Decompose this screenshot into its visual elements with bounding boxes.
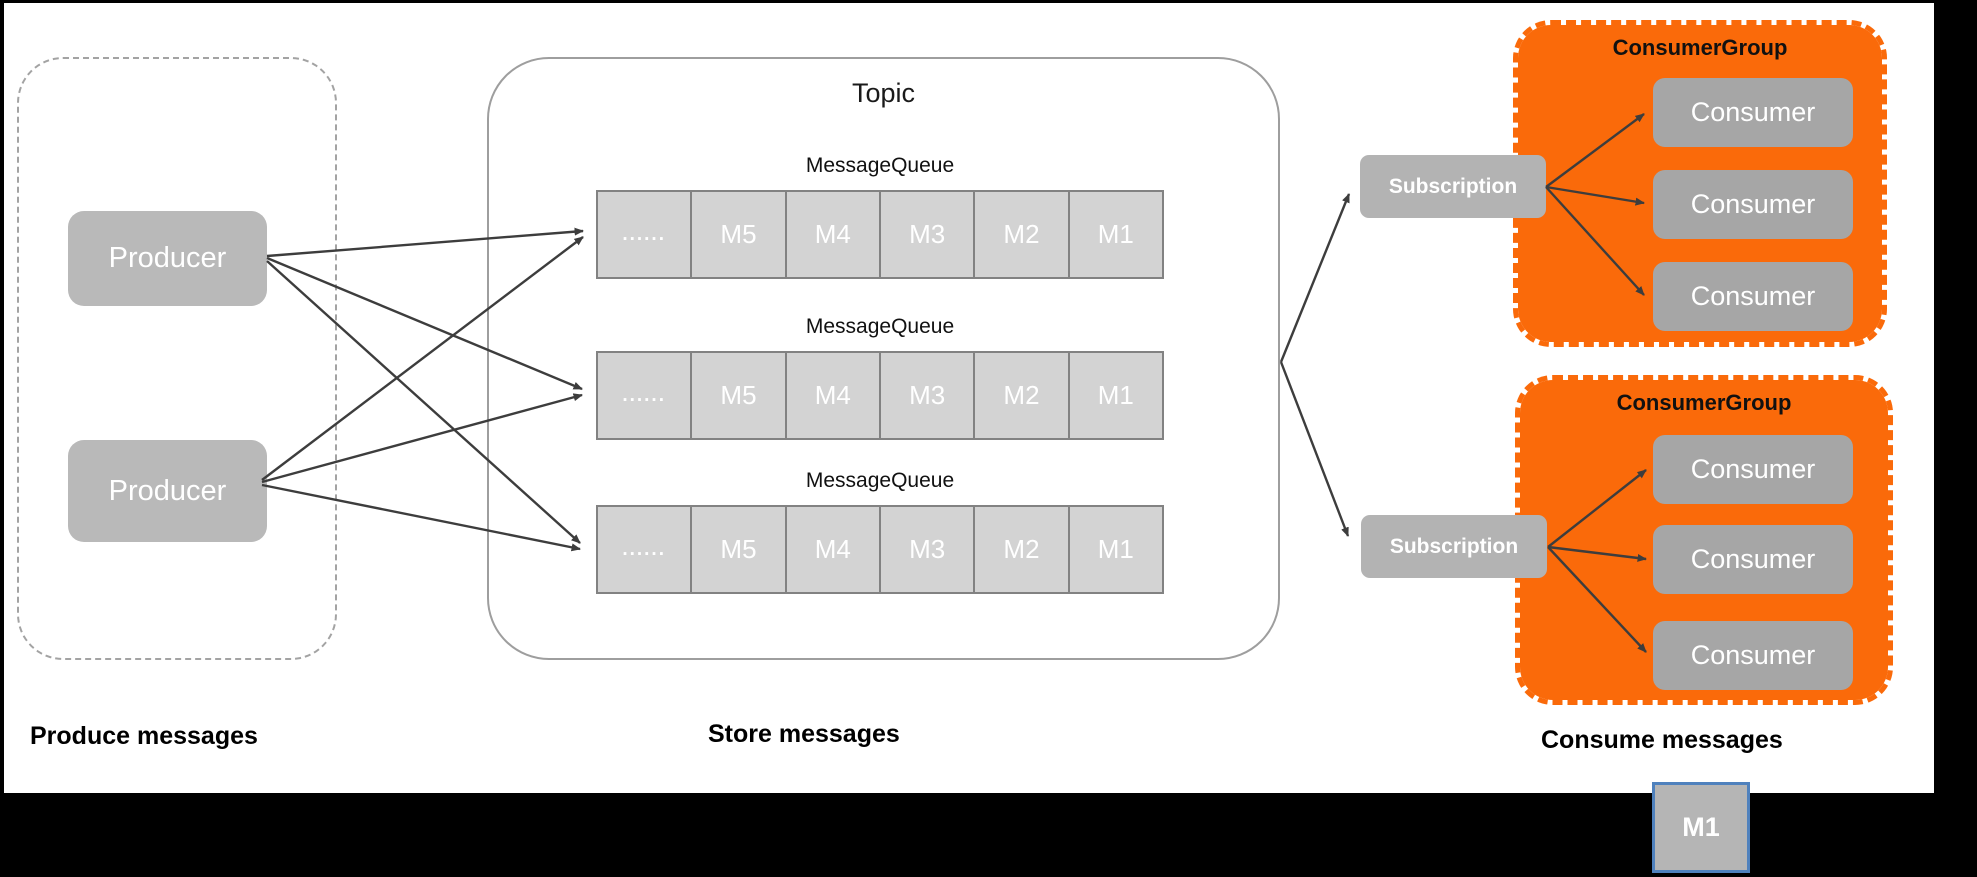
consumer-box: Consumer <box>1653 78 1853 147</box>
consume-section-label: Consume messages <box>1541 726 1783 754</box>
store-section-label: Store messages <box>708 720 900 748</box>
queue-cell: M1 <box>1097 219 1134 249</box>
message-queue-0: MessageQueue ...... M5 M4 M3 M2 M1 <box>596 153 1164 279</box>
topic-title: Topic <box>851 78 916 108</box>
queue-cell: M4 <box>787 192 881 277</box>
queue-cell: M3 <box>881 507 976 592</box>
queue-cell: M2 <box>975 507 1070 592</box>
queue-cell: ...... <box>598 192 693 277</box>
producers-container <box>17 57 337 660</box>
consumer-box: Consumer <box>1653 525 1853 594</box>
queue-cell: M1 <box>1097 534 1134 564</box>
message-queue-1: MessageQueue ...... M5 M4 M3 M2 M1 <box>596 314 1164 440</box>
queue-cell: M3 <box>881 192 976 277</box>
subscription-box-1: Subscription <box>1360 155 1546 218</box>
consumer-box: Consumer <box>1653 170 1853 239</box>
queue-cell: M4 <box>787 507 881 592</box>
message-queue-1-label: MessageQueue <box>805 315 955 338</box>
queue-cell: M5 <box>692 192 787 277</box>
queue-cell: ...... <box>598 507 693 592</box>
message-queue-2-cells: ...... M5 M4 M3 M2 M1 <box>596 505 1164 594</box>
consumer-box: Consumer <box>1653 435 1853 504</box>
subscription-box-2: Subscription <box>1361 515 1547 578</box>
consumer-box: Consumer <box>1653 262 1853 331</box>
producer-2-label: Producer <box>108 474 227 507</box>
consumer-group-2-label: ConsumerGroup <box>1616 390 1792 415</box>
queue-cell: M5 <box>692 507 787 592</box>
produce-section-label: Produce messages <box>30 722 258 750</box>
queue-cell: M1 <box>1097 380 1134 410</box>
consumer-box: Consumer <box>1653 621 1853 690</box>
subscription-1-label: Subscription <box>1388 174 1518 198</box>
producer-box-1: Producer <box>68 211 267 306</box>
message-queue-0-label: MessageQueue <box>805 154 955 177</box>
producer-1-label: Producer <box>108 242 227 274</box>
message-queue-2: MessageQueue ...... M5 M4 M3 M2 M1 <box>596 468 1164 594</box>
queue-cell: M5 <box>692 353 787 438</box>
message-queue-2-label: MessageQueue <box>805 469 955 492</box>
message-queue-0-cells: ...... M5 M4 M3 M2 M1 <box>596 190 1164 279</box>
subscription-2-label: Subscription <box>1389 534 1519 558</box>
floating-message-box: M1 <box>1652 782 1750 873</box>
floating-message-label: M1 <box>1682 812 1720 842</box>
queue-cell: M2 <box>975 353 1070 438</box>
message-queue-1-cells: ...... M5 M4 M3 M2 M1 <box>596 351 1164 440</box>
queue-cell: M4 <box>787 353 881 438</box>
consumer-group-1-label: ConsumerGroup <box>1612 35 1788 60</box>
queue-cell: M2 <box>975 192 1070 277</box>
queue-cell: M3 <box>881 353 976 438</box>
queue-cell: ...... <box>598 353 693 438</box>
producer-box-2: Producer <box>68 440 267 542</box>
